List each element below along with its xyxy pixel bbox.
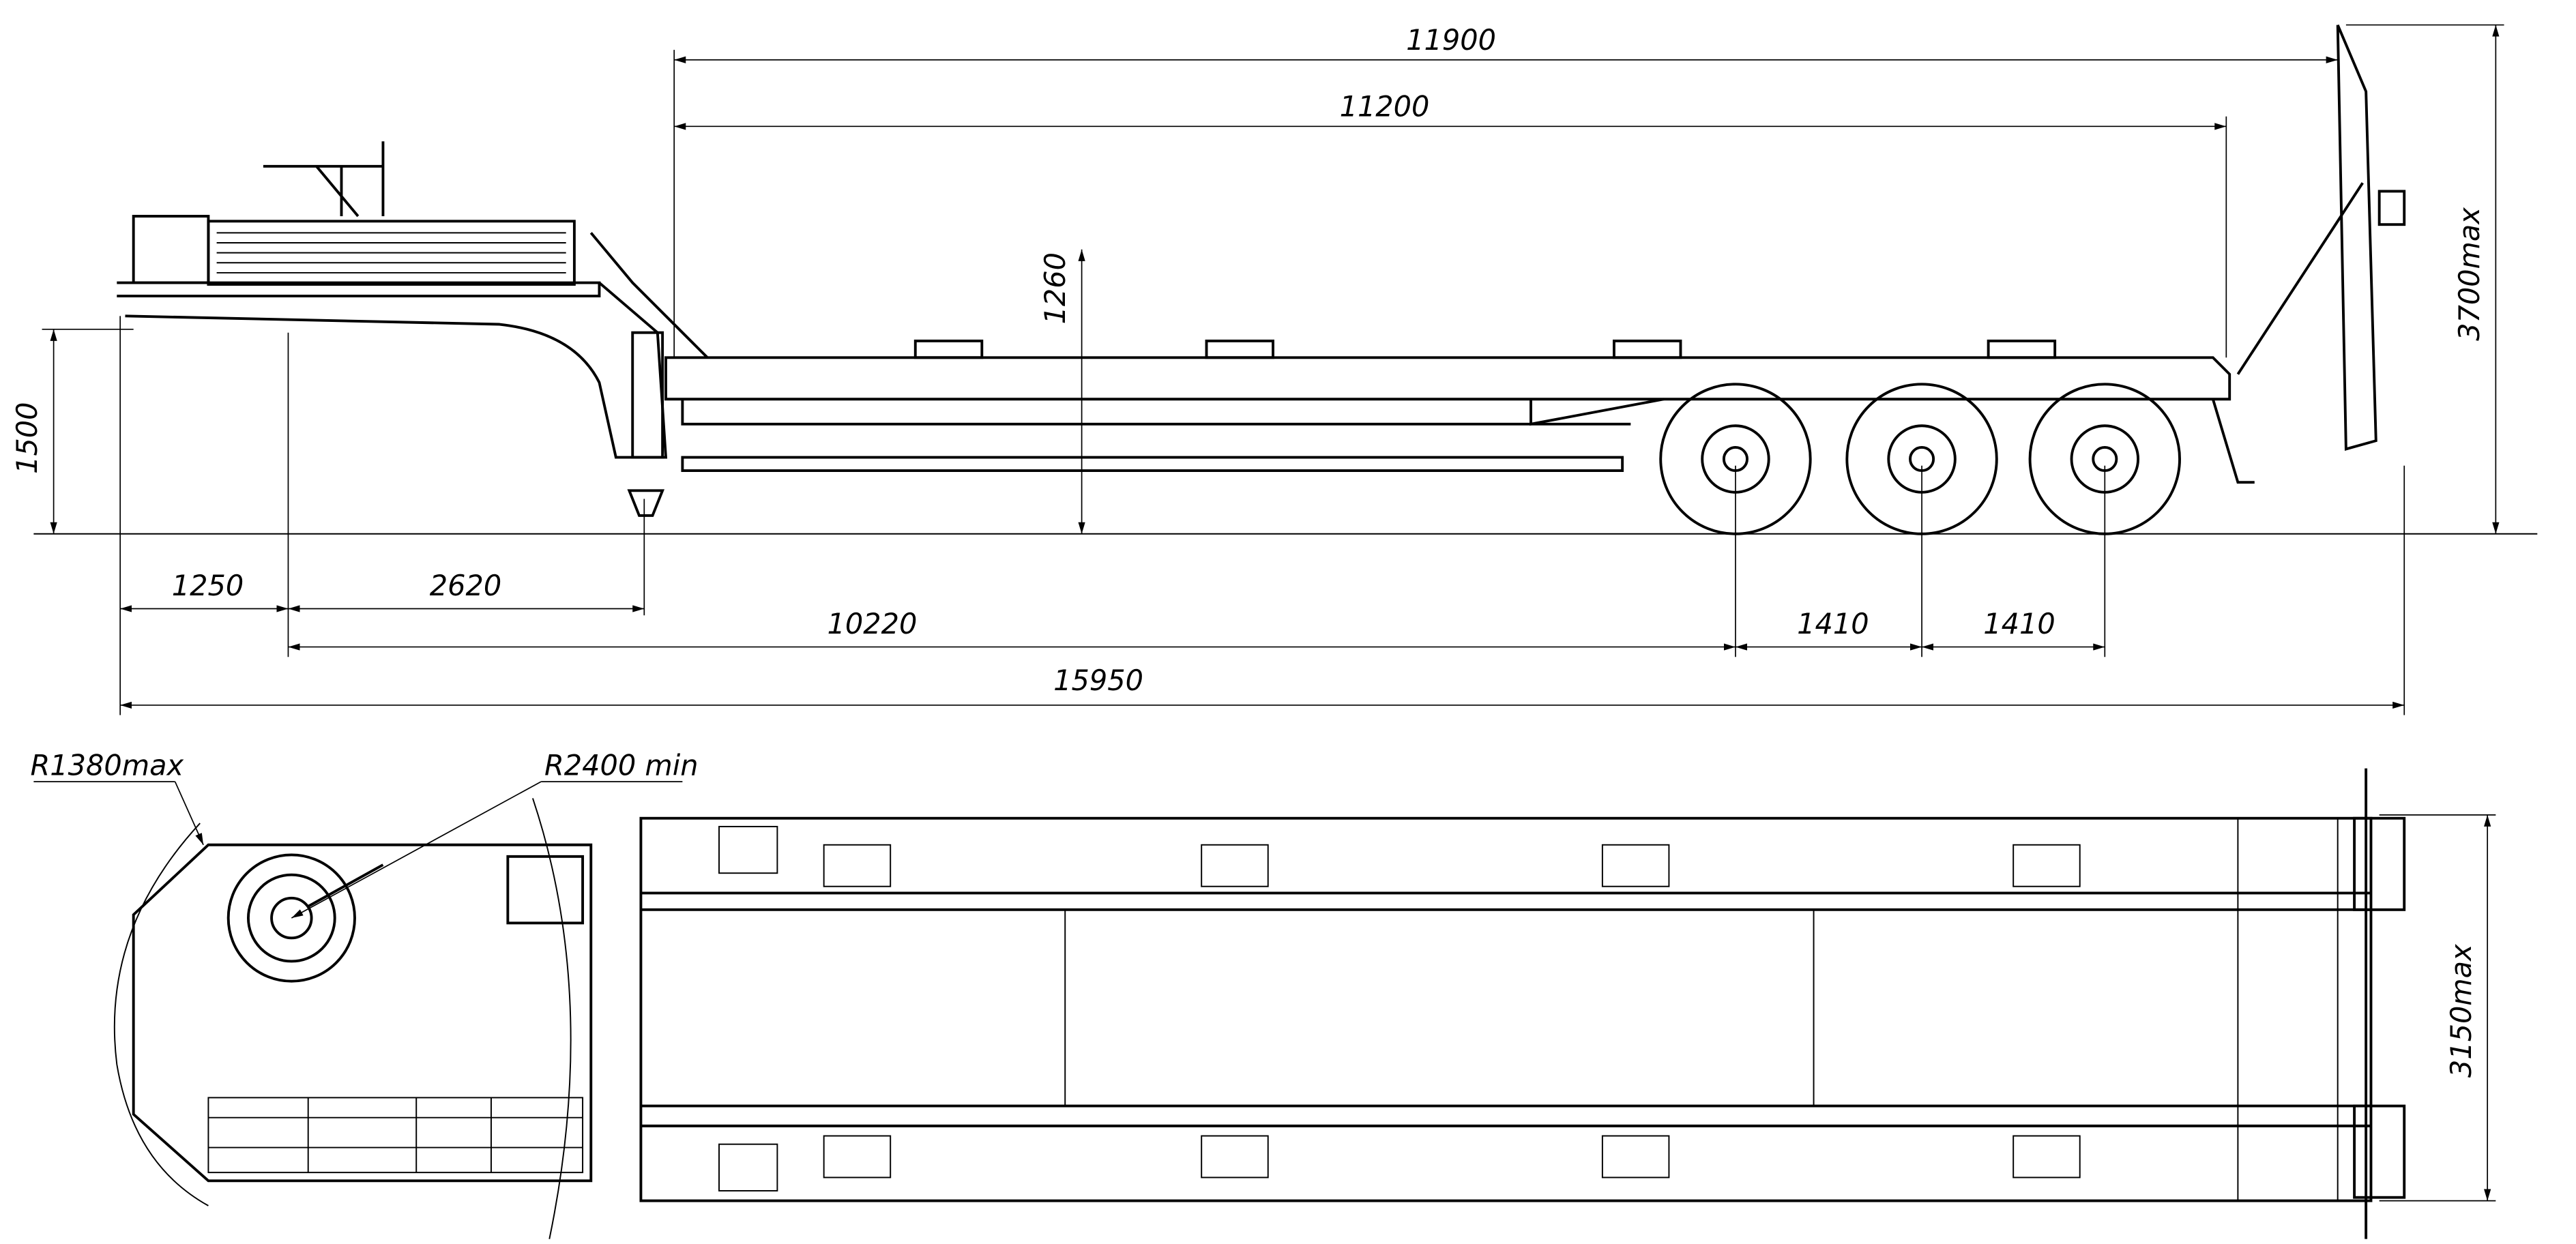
dim-2620: 2620 (430, 569, 501, 602)
loading-ramp (2211, 24, 2406, 484)
top-dimensions: R1380max R2400 min 3150max (30, 749, 2496, 1202)
side-view: 11900 11200 1260 1500 3700max 1250 2620 … (11, 24, 2538, 715)
dim-1500: 1500 (11, 402, 44, 474)
deck (664, 339, 2231, 473)
dim-11900: 11900 (1406, 24, 1496, 57)
dim-r2400min: R2400 min (544, 749, 699, 782)
dim-15950: 15950 (1053, 664, 1143, 697)
dim-3700max: 3700max (2453, 207, 2486, 341)
axle-group (1659, 383, 2181, 535)
top-view: R1380max R2400 min 3150max (30, 749, 2496, 1239)
gooseneck-top (113, 798, 593, 1239)
dim-11200: 11200 (1340, 91, 1430, 123)
dim-1410-a: 1410 (1797, 608, 1869, 640)
dim-r1380max: R1380max (30, 749, 184, 782)
dim-1410-b: 1410 (1983, 608, 2055, 640)
dim-1260: 1260 (1039, 252, 1072, 324)
dim-3150max: 3150max (2445, 944, 2478, 1078)
dim-10220: 10220 (828, 608, 918, 640)
side-dimensions: 11900 11200 1260 1500 3700max 1250 2620 … (11, 24, 2504, 715)
dim-1250: 1250 (172, 569, 244, 602)
gooseneck (117, 141, 709, 517)
deck-top (639, 768, 2406, 1239)
